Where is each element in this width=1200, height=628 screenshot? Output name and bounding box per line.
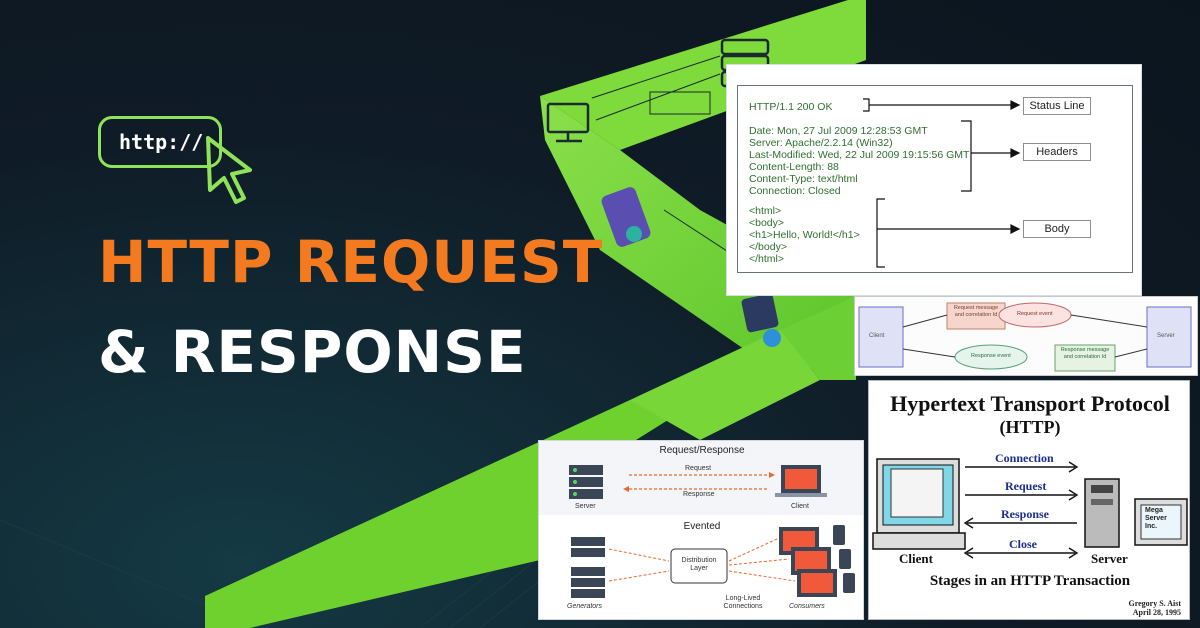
txn-diagram <box>872 458 1188 559</box>
txn-client-label: Client <box>899 551 933 566</box>
txn-caption: Stages in an HTTP Transaction <box>929 573 1131 589</box>
ev-top-title: Request/Response <box>659 445 745 456</box>
phone-icon <box>601 187 751 267</box>
http-badge: http:// <box>98 116 222 168</box>
txn-server-label: Server <box>1091 551 1128 566</box>
sketch-response-event: Response event <box>971 353 1011 359</box>
status-line-text: HTTP/1.1 200 OK <box>749 101 833 113</box>
sketch-request-message: Request message and correlation Id <box>953 305 999 318</box>
sketch-diagram-panel: Client Server Request message and correl… <box>854 296 1198 376</box>
sketch-server-label: Server <box>1157 333 1175 339</box>
evented-diagram-panel: Request/Response <box>538 440 864 620</box>
laptop-icon <box>775 465 827 497</box>
server-stack-icon <box>569 465 603 499</box>
response-brackets <box>863 98 1021 268</box>
server-sign-text: Mega Server Inc. <box>1145 507 1167 530</box>
response-frame <box>737 85 1133 273</box>
txn-subtitle: (HTTP) <box>999 417 1061 437</box>
ev-response-label: Response <box>683 491 715 498</box>
cloud-server-icon <box>741 293 781 347</box>
body-text: <html> <body> <h1>Hello, World!</h1> </b… <box>749 205 860 265</box>
txn-close-label: Close <box>1009 537 1037 551</box>
client-computer-icon <box>872 458 966 550</box>
http-badge-text: http:// <box>119 130 204 154</box>
txn-signature-name: Gregory S. Aist <box>1128 599 1181 608</box>
ev-generators: Generators <box>567 603 603 610</box>
ev-distribution-layer: Distribution Layer <box>681 557 717 572</box>
generator-servers-icon <box>571 537 605 598</box>
headers-label: Headers <box>1023 143 1091 161</box>
txn-response-label: Response <box>1001 507 1050 521</box>
ev-bottom-title: Evented <box>683 521 721 532</box>
headline-line-2: & RESPONSE <box>98 318 527 386</box>
http-transaction-panel: Hypertext Transport Protocol (HTTP) <box>868 380 1190 620</box>
evented-diagram <box>569 465 855 598</box>
monitor-icon <box>546 102 590 143</box>
txn-request-label: Request <box>1005 479 1047 493</box>
sketch-diagram <box>858 302 1192 372</box>
cursor-icon <box>206 136 252 204</box>
ev-request-label: Request <box>685 465 712 472</box>
sketch-client-label: Client <box>869 333 885 339</box>
txn-connection-label: Connection <box>995 451 1054 465</box>
ev-long-lived: Long-Lived Connections <box>723 595 763 610</box>
response-message-panel: HTTP/1.1 200 OK Date: Mon, 27 Jul 2009 1… <box>726 64 1142 296</box>
status-line-label: Status Line <box>1023 97 1091 115</box>
request-arrows <box>591 55 721 121</box>
ev-server-label: Server <box>575 503 596 510</box>
consumer-devices-icon <box>779 525 855 597</box>
server-sign-icon <box>1134 498 1188 546</box>
sketch-request-event: Request event <box>1017 311 1053 317</box>
headline-line-1: HTTP REQUEST <box>98 228 604 296</box>
server-tower-icon <box>1084 478 1120 548</box>
txn-signature: Gregory S. Aist April 28, 1995 <box>1128 599 1181 617</box>
headers-text: Date: Mon, 27 Jul 2009 12:28:53 GMT Serv… <box>749 125 970 197</box>
txn-signature-date: April 28, 1995 <box>1132 608 1181 617</box>
sketch-response-message: Response message and correlation Id <box>1060 347 1110 360</box>
txn-title: Hypertext Transport Protocol <box>890 391 1170 416</box>
ev-client-label: Client <box>791 503 809 510</box>
body-label: Body <box>1023 220 1091 238</box>
ev-consumers: Consumers <box>789 603 825 610</box>
